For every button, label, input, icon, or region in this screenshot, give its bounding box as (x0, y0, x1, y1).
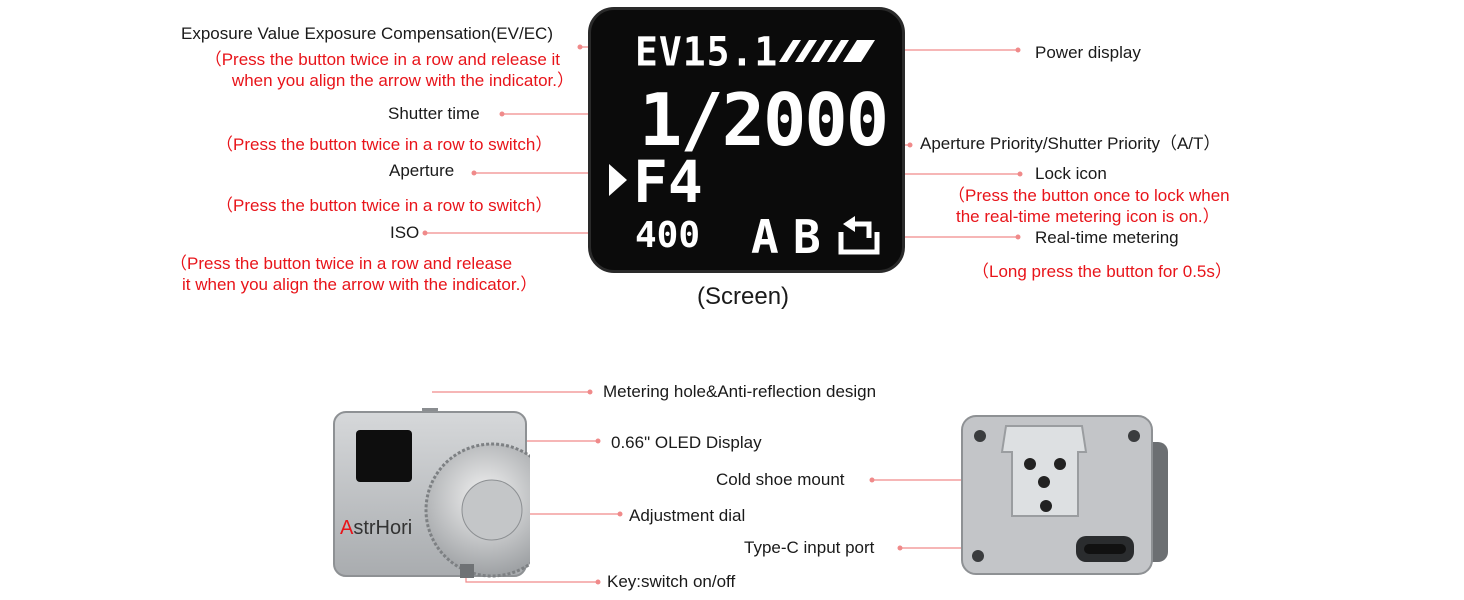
dial-label: Adjustment dial (629, 506, 746, 525)
iso-note-line1: （Press the button twice in a row and rel… (170, 254, 513, 273)
ev-note-line1: （Press the button twice in a row and rel… (204, 50, 560, 69)
battery-power-icon (779, 40, 875, 62)
shutter-readout: 1/2000 (639, 78, 889, 162)
lock-indicator: B (793, 210, 821, 264)
power-label: Power display (1035, 43, 1141, 62)
aperture-note: （Press the button twice in a row to swit… (216, 196, 553, 215)
shutter-note: （Press the button twice in a row to swit… (216, 135, 553, 154)
oled-label: 0.66" OLED Display (611, 433, 762, 452)
oled-screen: EV15.1 1/2000 F4 400 A B (588, 7, 905, 273)
lock-note-line1: （Press the button once to lock when (948, 186, 1230, 205)
key-label: Key:switch on/off (607, 572, 736, 591)
lock-note-line2: the real-time metering icon is on.） (956, 207, 1220, 226)
ev-label: Exposure Value Exposure Compensation(EV/… (181, 24, 553, 43)
brand-logo-mark: A (340, 517, 354, 539)
aperture-label: Aperture (389, 161, 455, 180)
selection-arrow-icon (609, 164, 627, 196)
lock-label: Lock icon (1035, 164, 1107, 183)
brand-logo: AstrHori (340, 517, 412, 540)
aperture-readout: F4 (633, 148, 703, 216)
metering-note: （Long press the button for 0.5s） (972, 262, 1232, 281)
metering-label: Real-time metering (1035, 228, 1179, 247)
cold-shoe-label: Cold shoe mount (716, 470, 845, 489)
priority-label: Aperture Priority/Shutter Priority（A/T） (920, 134, 1221, 153)
typec-label: Type-C input port (744, 538, 875, 557)
metering-hole-label: Metering hole&Anti-reflection design (603, 382, 877, 401)
priority-mode-indicator: A (751, 210, 779, 264)
screen-caption: (Screen) (697, 283, 790, 310)
brand-logo-text: strHori (353, 517, 413, 539)
device-front-illustration (333, 408, 530, 578)
shutter-label: Shutter time (388, 104, 480, 123)
realtime-metering-icon (838, 216, 880, 255)
iso-label: ISO (390, 223, 420, 242)
iso-note-line2: it when you align the arrow with the ind… (182, 275, 538, 294)
device-back-illustration (961, 415, 1168, 575)
iso-readout: 400 (635, 215, 701, 256)
ev-readout: EV15.1 (635, 28, 779, 76)
ev-note-line2: when you align the arrow with the indica… (231, 71, 574, 90)
